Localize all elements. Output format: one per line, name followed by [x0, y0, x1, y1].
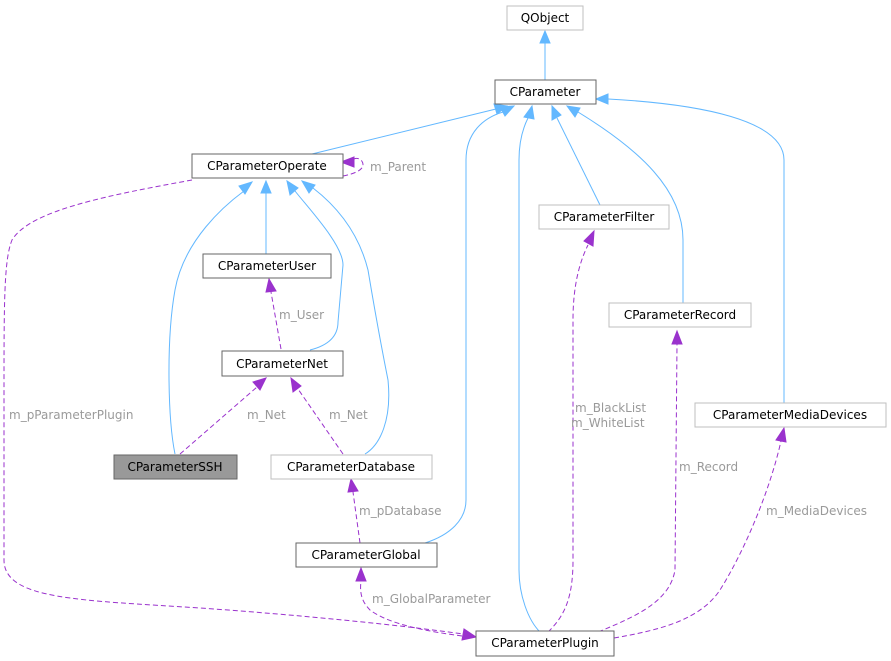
label-m-pparameterplugin: m_pParameterPlugin [9, 408, 133, 422]
label-m-parent: m_Parent [370, 160, 426, 174]
edge-plugin-to-cparameter [518, 104, 541, 633]
label-m-mediadevices: m_MediaDevices [766, 504, 867, 518]
node-cparameter-global[interactable]: CParameterGlobal [295, 542, 438, 568]
node-cparameter-media-devices[interactable]: CParameterMediaDevices [694, 402, 887, 428]
label-m-blacklist: m_BlackList [575, 401, 646, 415]
node-label-cparameter: CParameter [510, 85, 581, 99]
edge-labels: m_Parent m_User m_Net m_Net m_pDatabase … [9, 160, 867, 606]
edge-plugin-to-filter-m-blacklist-whitelist [547, 229, 595, 633]
node-cparameter[interactable]: CParameter [494, 79, 597, 105]
node-cparameter-record[interactable]: CParameterRecord [608, 302, 752, 328]
label-m-net-ssh: m_Net [247, 408, 286, 422]
edge-net-to-operate [286, 179, 344, 351]
edge-global-to-cparameter [424, 105, 516, 544]
node-label-cparameter-filter: CParameterFilter [554, 210, 655, 224]
node-label-cparameter-plugin: CParameterPlugin [491, 636, 599, 650]
node-cparameter-filter[interactable]: CParameterFilter [538, 204, 670, 230]
node-label-qobject: QObject [521, 11, 570, 25]
edge-user-to-operate [260, 179, 272, 254]
edge-filter-to-cparameter [551, 104, 601, 206]
node-label-cparameter-ssh: CParameterSSH [127, 460, 222, 474]
node-label-cparameter-operate: CParameterOperate [207, 159, 327, 173]
node-label-cparameter-user: CParameterUser [218, 259, 316, 273]
node-cparameter-database[interactable]: CParameterDatabase [270, 454, 433, 480]
edge-plugin-to-mediadevices-m-mediadevices [613, 426, 787, 639]
label-m-record: m_Record [679, 460, 738, 474]
edge-plugin-to-record-m-record [597, 329, 683, 633]
edge-cparameter-to-qobject [539, 29, 551, 80]
edge-ssh-to-net-m-net [179, 377, 267, 455]
label-m-globalparameter: m_GlobalParameter [372, 592, 490, 606]
inheritance-edges [168, 29, 785, 633]
node-qobject[interactable]: QObject [506, 5, 584, 31]
edge-operate-to-plugin-m-pparameterplugin [3, 179, 478, 641]
node-label-cparameter-database: CParameterDatabase [287, 460, 415, 474]
edge-database-to-operate [300, 180, 390, 455]
node-label-cparameter-media-devices: CParameterMediaDevices [713, 408, 867, 422]
node-label-cparameter-record: CParameterRecord [624, 308, 736, 322]
node-cparameter-operate[interactable]: CParameterOperate [191, 153, 344, 179]
label-m-user: m_User [279, 308, 324, 322]
edge-database-to-net-m-net [290, 376, 344, 455]
node-cparameter-ssh[interactable]: CParameterSSH [113, 454, 238, 480]
label-m-whitelist: m_WhiteList [571, 416, 645, 430]
edge-record-to-cparameter [565, 105, 684, 303]
node-cparameter-plugin[interactable]: CParameterPlugin [475, 630, 615, 657]
node-label-cparameter-global: CParameterGlobal [311, 548, 420, 562]
edge-plugin-to-global-m-globalparameter [355, 566, 471, 638]
label-m-net-database: m_Net [329, 408, 368, 422]
edge-operate-to-cparameter [311, 103, 509, 155]
edge-net-to-user-m-user [265, 277, 282, 350]
edge-ssh-to-operate [168, 181, 254, 455]
node-label-cparameter-net: CParameterNet [236, 357, 328, 371]
edge-global-to-database-m-pdatabase [347, 477, 361, 544]
edge-operate-self-m-parent [339, 156, 364, 177]
node-cparameter-net[interactable]: CParameterNet [221, 350, 344, 377]
node-cparameter-user[interactable]: CParameterUser [202, 253, 332, 279]
label-m-pdatabase: m_pDatabase [359, 504, 442, 518]
usage-edges [3, 156, 787, 641]
edge-mediadevices-to-cparameter [594, 93, 785, 403]
